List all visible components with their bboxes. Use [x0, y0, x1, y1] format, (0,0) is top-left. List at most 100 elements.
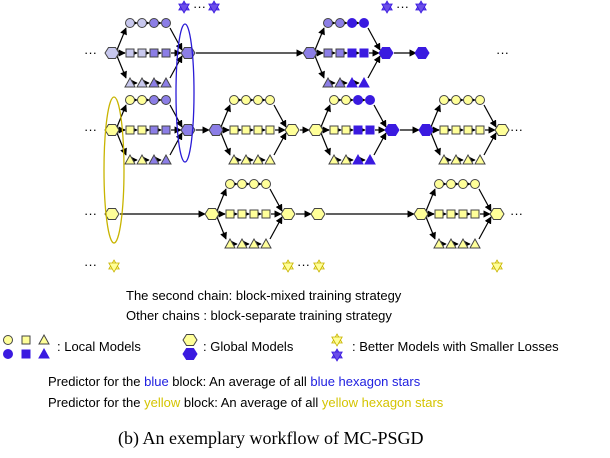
local-model-node	[434, 209, 444, 219]
local-model-node	[148, 76, 160, 88]
connector-arrow	[367, 27, 381, 51]
ellipsis-stars-top-left: ···	[193, 0, 206, 14]
blue-hexagon-star-icon	[415, 3, 427, 14]
local-model-node	[149, 95, 159, 105]
local-model-node	[328, 153, 340, 165]
ellipsis-row1-left: ···	[84, 45, 97, 60]
local-model-node	[125, 48, 135, 58]
local-model-node	[249, 179, 259, 189]
global-model-node	[208, 124, 224, 136]
local-model-node	[137, 18, 147, 28]
local-model-node	[341, 95, 351, 105]
legend-better-models-label: : Better Models with Smaller Losses	[352, 339, 559, 354]
global-model-node	[489, 208, 505, 220]
local-model-node	[224, 237, 236, 249]
local-model-node	[265, 125, 275, 135]
connector-arrow	[273, 104, 287, 128]
connector-arrow	[216, 188, 227, 212]
local-model-node	[38, 347, 50, 359]
strategy-other-chains: Other chains : block-separate training s…	[126, 308, 392, 323]
legend-global-models-label: : Global Models	[203, 339, 294, 354]
connector-arrow	[478, 188, 492, 212]
connector-arrow	[478, 216, 492, 240]
local-model-node	[124, 76, 136, 88]
local-model-node	[470, 179, 480, 189]
local-model-node	[335, 48, 345, 58]
blue-hexagon-star-icon	[178, 3, 190, 14]
connector-arrow	[169, 27, 183, 51]
connector-arrow	[314, 55, 325, 79]
connector-arrow	[320, 132, 331, 156]
local-model-node	[469, 237, 481, 249]
local-model-node	[136, 76, 148, 88]
local-model-node	[353, 95, 363, 105]
local-model-node	[161, 18, 171, 28]
global-model-node	[413, 208, 429, 220]
connector-arrow	[425, 216, 436, 240]
blue-hexagon-star-icon	[331, 351, 343, 362]
local-model-node	[228, 153, 240, 165]
local-model-node	[264, 153, 276, 165]
connector-arrow	[373, 132, 387, 156]
global-model-node	[182, 334, 198, 346]
local-model-node	[148, 153, 160, 165]
predictor-yellow: Predictor for the yellow block: An avera…	[48, 395, 443, 410]
local-model-node	[252, 153, 264, 165]
local-model-node	[439, 95, 449, 105]
local-model-node	[161, 125, 171, 135]
connector-arrow	[430, 132, 441, 156]
global-model-node	[418, 124, 434, 136]
local-model-node	[241, 95, 251, 105]
yellow-hexagon-star-icon	[491, 262, 503, 273]
global-model-node	[280, 208, 296, 220]
global-model-node	[204, 208, 220, 220]
local-model-node	[474, 153, 486, 165]
ellipsis-stars-bottom-left: ···	[84, 257, 97, 272]
local-model-node	[137, 125, 147, 135]
local-model-node	[3, 349, 13, 359]
local-model-node	[364, 153, 376, 165]
ellipsis-row2-left: ···	[84, 122, 97, 137]
blue-block-highlight-ellipse	[175, 23, 195, 163]
local-model-node	[260, 237, 272, 249]
global-model-node	[378, 47, 394, 59]
local-model-node	[124, 153, 136, 165]
local-model-node	[225, 179, 235, 189]
local-model-node	[438, 153, 450, 165]
predictor-blue: Predictor for the blue block: An average…	[48, 374, 420, 389]
local-model-node	[365, 95, 375, 105]
global-model-node	[182, 348, 198, 360]
global-model-node	[302, 47, 318, 59]
local-model-node	[161, 48, 171, 58]
local-model-node	[433, 237, 445, 249]
local-model-node	[323, 18, 333, 28]
connector-arrow	[483, 104, 497, 128]
global-model-node	[104, 124, 120, 136]
connector-arrow	[220, 132, 231, 156]
connector-arrow	[269, 188, 283, 212]
local-model-node	[265, 95, 275, 105]
local-model-node	[353, 125, 363, 135]
local-model-node	[445, 237, 457, 249]
global-model-node	[180, 124, 196, 136]
local-model-node	[21, 349, 31, 359]
global-model-node	[104, 47, 120, 59]
global-model-node	[104, 208, 120, 220]
yellow-hexagon-star-icon	[313, 262, 325, 273]
local-model-node	[137, 48, 147, 58]
local-model-node	[341, 125, 351, 135]
local-model-node	[225, 209, 235, 219]
local-model-node	[458, 209, 468, 219]
legend-local-models-label: : Local Models	[57, 339, 141, 354]
local-model-node	[335, 18, 345, 28]
local-model-node	[240, 153, 252, 165]
connector-arrow	[169, 132, 183, 156]
local-model-node	[322, 76, 334, 88]
global-model-node	[494, 124, 510, 136]
predictor-yellow-highlight: yellow hexagon stars	[321, 395, 444, 410]
global-model-node	[384, 124, 400, 136]
local-model-node	[347, 18, 357, 28]
predictor-yellow-prefix: Predictor for the	[48, 395, 145, 410]
global-model-node	[414, 47, 430, 59]
